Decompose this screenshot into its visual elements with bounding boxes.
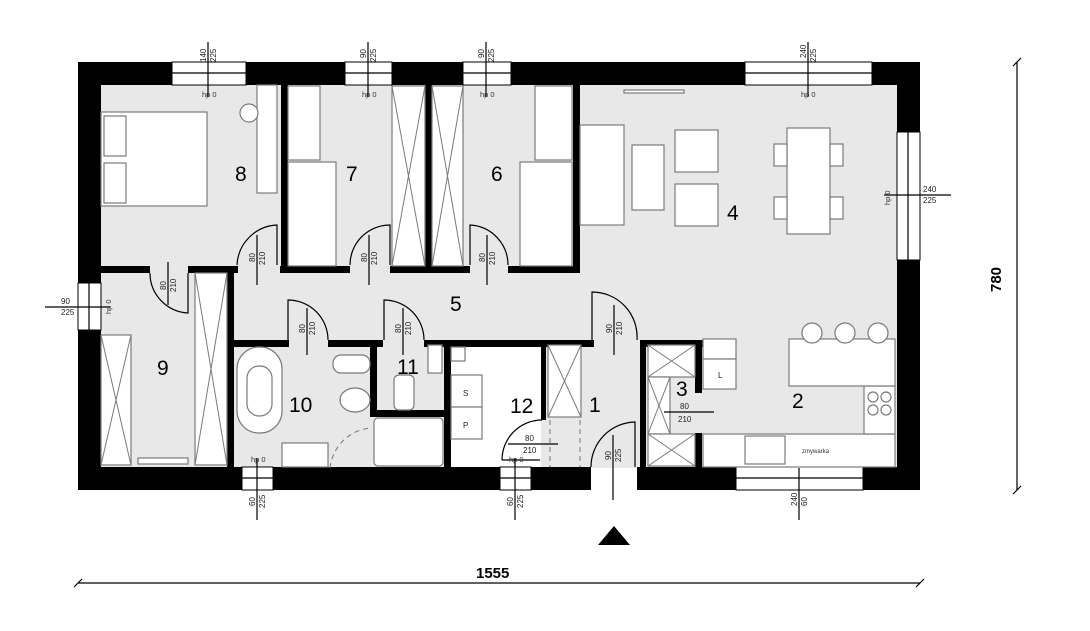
sofa bbox=[579, 124, 625, 226]
coffee-table bbox=[631, 144, 665, 211]
sill-height: hp 0 bbox=[202, 90, 217, 99]
sill-height: hp 0 bbox=[362, 90, 377, 99]
dimension-label: 225 bbox=[614, 448, 623, 462]
dimension-label: 210 bbox=[308, 321, 317, 335]
washbasin bbox=[281, 442, 329, 468]
sill-height: hp 0 bbox=[801, 90, 816, 99]
dining-table bbox=[786, 127, 831, 235]
dimension-label: 80 bbox=[159, 281, 168, 290]
dimension-label: 210 bbox=[488, 251, 497, 265]
dimension-label: 90 bbox=[605, 324, 614, 333]
wardrobe-room-8 bbox=[256, 84, 278, 194]
window-height: 225 bbox=[923, 196, 937, 205]
window-height: 225 bbox=[61, 308, 75, 317]
window-height: 60 bbox=[800, 497, 809, 506]
fixture-p-label: P bbox=[463, 421, 468, 430]
dimension-label: 80 bbox=[680, 402, 689, 411]
window-width: 240 bbox=[790, 492, 799, 506]
room-4-label: 4 bbox=[727, 202, 739, 225]
bidet bbox=[332, 354, 371, 374]
dimension-label: 80 bbox=[478, 253, 487, 262]
sill-height: hp 0 bbox=[104, 299, 113, 314]
room-6-label: 6 bbox=[491, 163, 503, 186]
dimension-label: 210 bbox=[678, 415, 692, 424]
window-width: 240 bbox=[799, 44, 808, 58]
window-width: 60 bbox=[248, 497, 257, 506]
shower bbox=[373, 417, 444, 467]
sink bbox=[744, 435, 786, 465]
dimension-label: 80 bbox=[248, 253, 257, 262]
dishwasher-label: zmywarka bbox=[802, 449, 830, 455]
room-7-label: 7 bbox=[346, 163, 358, 186]
window-height: 225 bbox=[516, 494, 525, 508]
dimension-label: 80 bbox=[525, 434, 534, 443]
dimension-label: 210 bbox=[615, 321, 624, 335]
dimension-label: 80 bbox=[394, 324, 403, 333]
room-labels: 8 7 6 4 5 9 10 11 12 1 3 2 bbox=[157, 163, 804, 418]
window-width: 90 bbox=[359, 49, 368, 58]
window-width: 240 bbox=[923, 185, 937, 194]
boiler bbox=[450, 346, 466, 362]
sink-room-11 bbox=[427, 344, 443, 374]
dimension-label: 210 bbox=[370, 251, 379, 265]
sill-height: hp 0 bbox=[251, 455, 266, 464]
toilet-room-10 bbox=[339, 387, 371, 413]
toilet-room-11 bbox=[393, 374, 415, 411]
sill-height: hp 0 bbox=[883, 190, 892, 205]
window-dimensions: 140 225 hp 0 90 225 hp 0 90 225 hp 0 240… bbox=[45, 42, 951, 520]
room-5-label: 5 bbox=[450, 293, 462, 316]
window-width: 90 bbox=[61, 297, 70, 306]
window-width: 90 bbox=[477, 49, 486, 58]
room-9-label: 9 bbox=[157, 357, 169, 380]
room-12-label: 12 bbox=[510, 395, 533, 418]
window-height: 225 bbox=[209, 48, 218, 62]
fixture-l-label: L bbox=[718, 371, 723, 380]
entrance-arrow-icon bbox=[598, 526, 630, 545]
bed-room-6 bbox=[519, 161, 573, 267]
room-3-label: 3 bbox=[676, 378, 688, 401]
fixture-s-label: S bbox=[463, 389, 468, 398]
window-height: 225 bbox=[487, 48, 496, 62]
room-2-label: 2 bbox=[792, 390, 804, 413]
sill-height: hp 0 bbox=[509, 455, 524, 464]
door-dimensions: 80 210 80 210 80 210 80 210 80 210 80 21… bbox=[159, 235, 714, 500]
window-height: 225 bbox=[258, 494, 267, 508]
overall-dimensions: 1555 780 bbox=[73, 57, 1022, 588]
kitchen-island bbox=[788, 338, 896, 387]
door-swings bbox=[149, 224, 638, 469]
desk-room-6 bbox=[534, 85, 573, 161]
tv bbox=[623, 89, 685, 94]
window-width: 140 bbox=[199, 48, 208, 62]
window-height: 225 bbox=[369, 48, 378, 62]
overall-depth: 780 bbox=[988, 267, 1005, 292]
bed-room-7 bbox=[287, 161, 337, 267]
furniture bbox=[100, 84, 896, 468]
dimension-label: 210 bbox=[258, 251, 267, 265]
dimension-label: 80 bbox=[298, 324, 307, 333]
dimension-label: 210 bbox=[523, 446, 537, 455]
kitchen-counter bbox=[702, 433, 896, 468]
armchair bbox=[674, 129, 719, 173]
sill-height: hp 0 bbox=[480, 90, 495, 99]
dimension-label: 90 bbox=[604, 451, 613, 460]
dimension-label: 210 bbox=[169, 278, 178, 292]
room-1-label: 1 bbox=[589, 394, 601, 417]
overall-width: 1555 bbox=[476, 565, 509, 582]
dimension-label: 80 bbox=[360, 253, 369, 262]
room-11-label: 11 bbox=[397, 356, 419, 379]
armchair bbox=[674, 183, 719, 227]
room-8-label: 8 bbox=[235, 163, 247, 186]
window-width: 60 bbox=[506, 497, 515, 506]
window-height: 225 bbox=[809, 48, 818, 62]
desk-room-7 bbox=[287, 85, 321, 161]
interior-walls bbox=[100, 85, 703, 468]
room-10-label: 10 bbox=[289, 394, 312, 417]
dimension-label: 210 bbox=[404, 321, 413, 335]
